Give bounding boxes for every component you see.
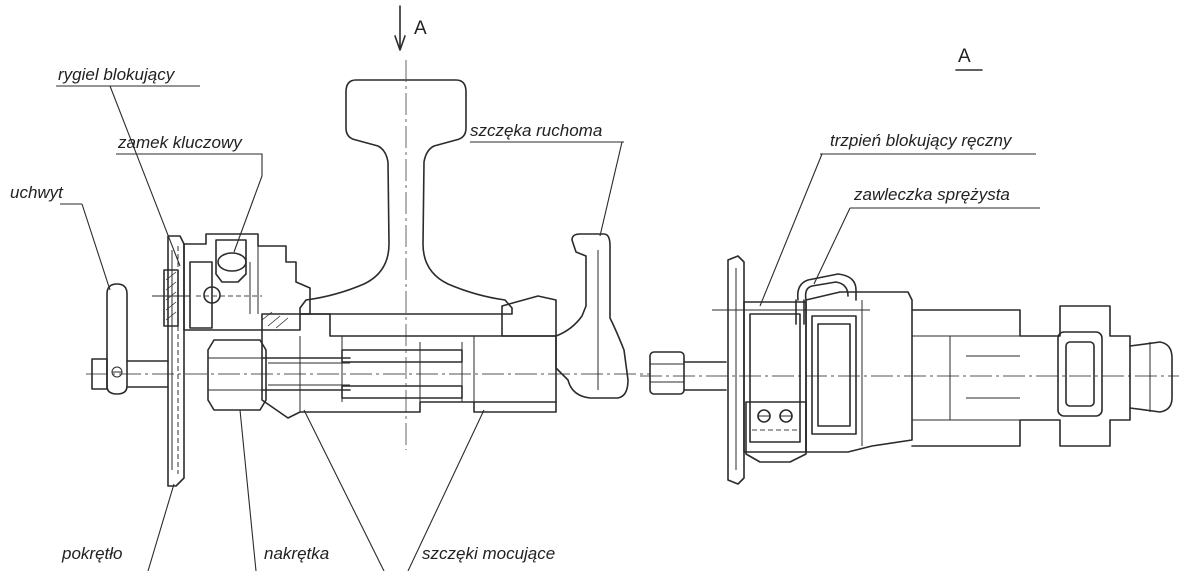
label-rygiel-blokujacy: rygiel blokujący <box>58 65 176 84</box>
handle <box>106 283 128 395</box>
side-view: A <box>56 5 650 571</box>
leader-lines <box>56 85 624 571</box>
label-zamek-kluczowy: zamek kluczowy <box>117 133 243 152</box>
label-nakretka: nakrętka <box>264 544 329 563</box>
screw-shaft <box>91 357 351 391</box>
clamp-body <box>261 313 557 419</box>
nut <box>207 339 267 411</box>
view-a-title: A <box>958 46 971 67</box>
view-a-spring-cotter <box>795 273 857 325</box>
rail-profile <box>299 60 513 450</box>
view-a-nut-shaft <box>649 351 727 395</box>
section-marker-label: A <box>414 18 427 39</box>
lock-housing <box>152 233 311 331</box>
view-a-leader-lines <box>759 153 1040 307</box>
label-zawleczka-sprezysta: zawleczka sprężysta <box>853 185 1010 204</box>
view-a-clamp-body <box>805 291 1173 453</box>
view-a-pin-housing <box>743 301 807 463</box>
label-trzpien-blokujacy: trzpień blokujący ręczny <box>830 131 1013 150</box>
section-arrow <box>394 5 406 51</box>
label-uchwyt: uchwyt <box>10 183 64 202</box>
view-a <box>640 69 1179 485</box>
handwheel-disc <box>167 235 185 487</box>
label-szczeka-ruchoma: szczęka ruchoma <box>470 121 602 140</box>
label-pokretlo: pokrętło <box>61 544 122 563</box>
label-szczeki-mocujace: szczęki mocujące <box>422 544 555 563</box>
movable-jaw <box>501 233 629 399</box>
view-a-disc <box>712 255 870 485</box>
